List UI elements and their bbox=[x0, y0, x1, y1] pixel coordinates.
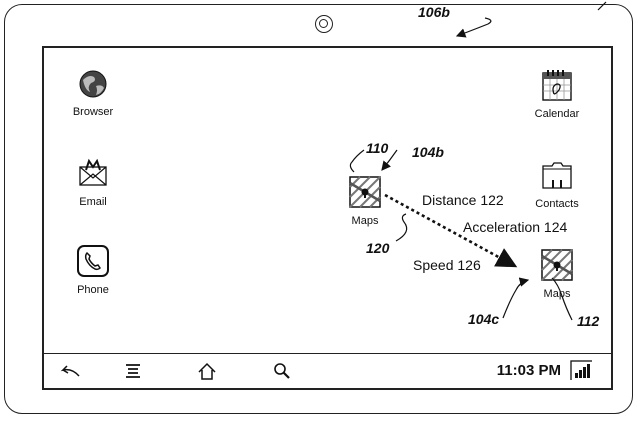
ref-104b: 104b bbox=[412, 144, 444, 160]
calendar-app[interactable]: Calendar bbox=[522, 68, 592, 120]
menu-icon[interactable] bbox=[122, 361, 144, 381]
maps-app-104c[interactable]: Maps bbox=[522, 248, 592, 300]
ref-110: 110 bbox=[366, 140, 389, 156]
map-icon bbox=[349, 176, 381, 208]
browser-app[interactable]: Browser bbox=[58, 68, 128, 118]
ref-120: 120 bbox=[366, 240, 390, 256]
gesture-path-120 bbox=[384, 193, 518, 268]
phone-icon bbox=[77, 245, 109, 277]
ref-106b: 106b bbox=[418, 4, 450, 20]
touch-screen[interactable]: Browser Email Phone bbox=[42, 46, 613, 390]
navigation-bar: 11:03 PM bbox=[44, 353, 611, 388]
ref-112: 112 bbox=[577, 313, 600, 329]
leader-120 bbox=[395, 213, 408, 242]
maps-label-104c: Maps bbox=[543, 288, 571, 300]
leader-device-corner bbox=[597, 1, 607, 11]
calendar-label: Calendar bbox=[534, 108, 580, 120]
distance-annotation: Distance 122 bbox=[422, 192, 504, 208]
tablet-device: Browser Email Phone bbox=[4, 4, 633, 414]
calendar-icon bbox=[542, 70, 572, 101]
envelope-icon bbox=[79, 158, 107, 186]
browser-label: Browser bbox=[72, 106, 114, 118]
phone-label: Phone bbox=[77, 284, 109, 296]
contacts-label: Contacts bbox=[535, 198, 579, 210]
globe-icon bbox=[79, 70, 107, 98]
leader-110 bbox=[349, 149, 365, 173]
camera-icon bbox=[315, 15, 333, 33]
maps-label-104b: Maps bbox=[351, 215, 379, 227]
email-app[interactable]: Email bbox=[58, 158, 128, 208]
ref-104c: 104c bbox=[468, 311, 500, 327]
signal-icon bbox=[570, 360, 592, 380]
leader-104b bbox=[381, 149, 398, 171]
acceleration-annotation: Acceleration 124 bbox=[463, 219, 568, 235]
map-icon bbox=[541, 249, 573, 281]
phone-app[interactable]: Phone bbox=[58, 244, 128, 296]
status-time: 11:03 PM bbox=[496, 362, 561, 379]
home-icon[interactable] bbox=[196, 361, 218, 381]
email-label: Email bbox=[79, 196, 107, 208]
speed-annotation: Speed 126 bbox=[413, 257, 481, 273]
leader-104c bbox=[502, 277, 530, 319]
leader-106b bbox=[455, 17, 492, 38]
maps-app-104b[interactable]: Maps bbox=[330, 175, 400, 227]
back-icon[interactable] bbox=[58, 361, 80, 381]
contacts-app[interactable]: Contacts bbox=[522, 158, 592, 210]
contacts-icon bbox=[542, 162, 572, 189]
leader-112 bbox=[551, 277, 573, 321]
search-icon[interactable] bbox=[271, 361, 293, 381]
